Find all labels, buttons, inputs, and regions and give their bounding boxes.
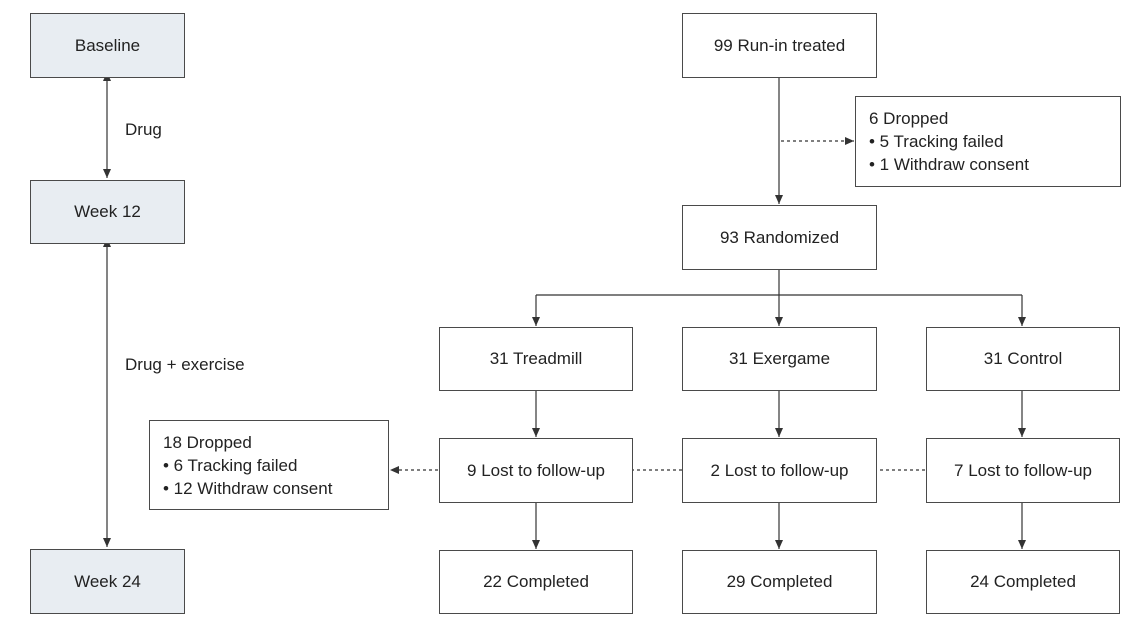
control-group-label: 31 Control — [983, 349, 1063, 368]
runin-box: 99 Run-in treated — [682, 13, 877, 78]
exergame-lost-box: 2 Lost to follow-up — [682, 438, 877, 503]
dropped-top-title: 6 Dropped — [869, 109, 949, 128]
randomized-label: 93 Randomized — [719, 227, 840, 247]
week24-box: Week 24 — [30, 549, 185, 614]
exergame-group-box: 31 Exergame — [682, 327, 877, 391]
treadmill-lost-box: 9 Lost to follow-up — [439, 438, 633, 503]
treadmill-completed-label: 22 Completed — [483, 572, 589, 591]
drug-period-label: Drug — [125, 120, 162, 139]
week12-box: Week 12 — [30, 180, 185, 244]
drug-exercise-period-label: Drug + exercise — [125, 355, 245, 374]
exergame-completed-label: 29 Completed — [726, 572, 833, 591]
exergame-group-label: 31 Exergame — [728, 349, 831, 368]
dropped-bottom-title: 18 Dropped — [163, 432, 252, 452]
baseline-label: Baseline — [74, 35, 141, 55]
randomized-box: 93 Randomized — [682, 205, 877, 270]
dropped-bottom-box: 18 Dropped • 6 Tracking failed • 12 With… — [149, 420, 389, 510]
treadmill-completed-box: 22 Completed — [439, 550, 633, 614]
week12-label: Week 12 — [74, 202, 141, 221]
treadmill-group-label: 31 Treadmill — [489, 349, 583, 368]
dropped-bottom-item: • 6 Tracking failed — [163, 455, 298, 475]
dropped-bottom-item: • 12 Withdraw consent — [163, 478, 333, 498]
treadmill-group-box: 31 Treadmill — [439, 327, 633, 391]
exergame-completed-box: 29 Completed — [682, 550, 877, 614]
control-completed-label: 24 Completed — [970, 572, 1076, 591]
runin-label: 99 Run-in treated — [713, 35, 846, 55]
treadmill-lost-label: 9 Lost to follow-up — [467, 460, 605, 480]
control-group-box: 31 Control — [926, 327, 1120, 391]
baseline-box: Baseline — [30, 13, 185, 78]
week24-label: Week 24 — [74, 571, 141, 591]
exergame-lost-label: 2 Lost to follow-up — [710, 460, 849, 480]
control-completed-box: 24 Completed — [926, 550, 1120, 614]
control-lost-box: 7 Lost to follow-up — [926, 438, 1120, 503]
dropped-top-item: • 5 Tracking failed — [869, 132, 1004, 151]
control-lost-label: 7 Lost to follow-up — [954, 460, 1092, 480]
dropped-top-item: • 1 Withdraw consent — [869, 155, 1029, 174]
dropped-top-box: 6 Dropped • 5 Tracking failed • 1 Withdr… — [855, 96, 1121, 187]
